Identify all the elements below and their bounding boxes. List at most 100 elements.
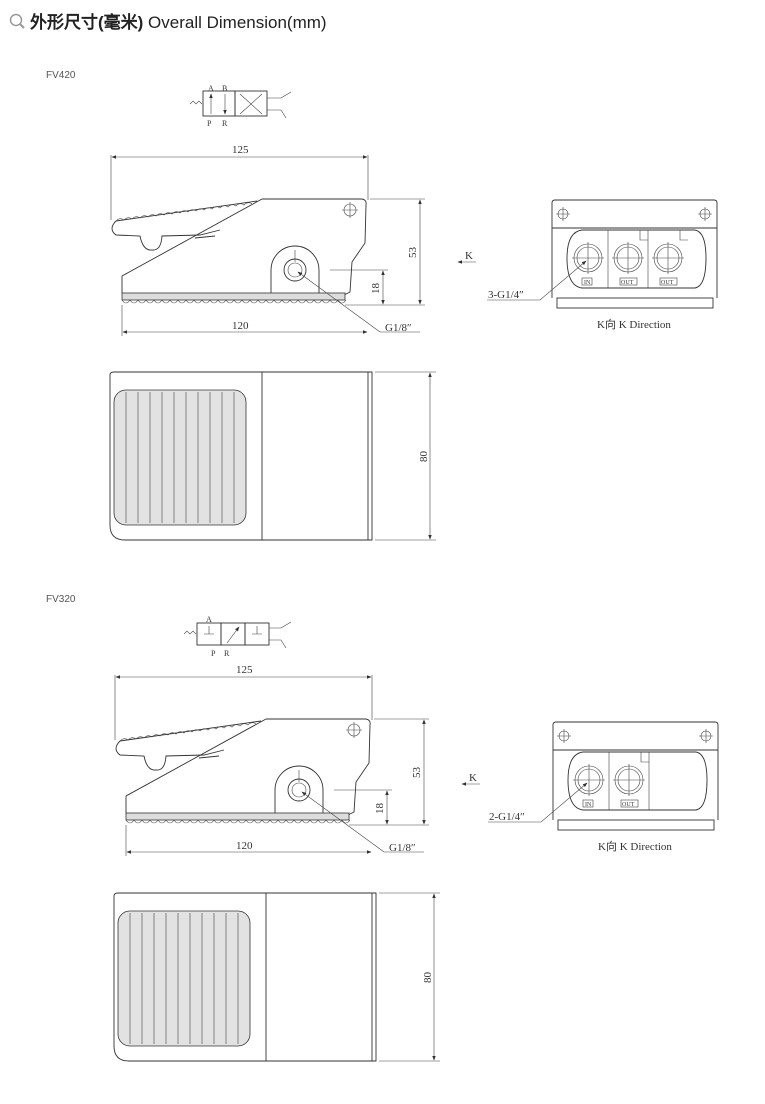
dim-length-total: 125 [232,144,249,156]
drawing-line [291,782,307,798]
drawing-line [183,630,197,635]
drawing-line [349,718,429,826]
label: R [222,119,228,128]
side-view: 125 53 18 120 G1/8″ [114,664,429,856]
drawing-line [375,371,436,541]
label: IN [585,802,592,808]
label: K向 K Direction [598,839,672,853]
drawing-line [607,230,688,288]
drawing-line [113,389,247,526]
drawing-line [117,910,251,1047]
drawing-line [121,198,367,296]
drawing-line [346,722,362,738]
drawing-line [283,258,307,282]
section-title: 外形尺寸(毫米) Overall Dimension(mm) [30,8,327,33]
drawing-line [556,297,714,309]
drawing-line [115,202,253,222]
drawing-line [239,93,263,115]
drawing-line [699,729,713,743]
k-view: IN OUT 2-G1/4″ K向 K Direction [488,721,719,853]
label: 外形尺寸(毫米) [30,13,144,32]
drawing-line [573,764,645,808]
label: 80 [422,972,434,984]
drawing-line [298,770,392,791]
label: Overall Dimension(mm) [143,13,327,32]
model-label-fv420: FV420 [46,70,76,81]
drawing-line [125,812,350,821]
drawing-line [270,245,320,293]
drawing-line [582,799,594,808]
drawing-line [125,819,351,824]
valve-symbol: A P R [183,615,292,658]
drawing-line [202,90,236,117]
dim-length-base: 120 [232,320,249,332]
drawing-line [244,622,270,646]
drawing-line [274,765,324,813]
k-view-caption: K向 K Direction [597,317,671,331]
dim-height: 53 [407,247,419,259]
label: 53 [411,767,423,779]
drawing-line [572,242,604,274]
k-view: IN OUT OUT 3-G1/4″ K向 K Direction [487,199,718,331]
label: K [465,250,473,262]
drawing-line [557,729,571,743]
drawing-line [266,892,377,1062]
label: IN [584,280,591,286]
drawing-line [119,722,257,742]
drawing-line [204,626,239,644]
dim-port-height: 18 [370,283,382,295]
drawing-line [297,271,381,333]
drawing-line [345,198,425,306]
label: 18 [374,803,386,815]
drawing-line [129,913,239,1044]
fv420-drawing: A B P R 125 53 18 120 [109,84,718,541]
model-label-fv320: FV320 [46,594,76,605]
label: B [222,84,227,93]
label: K [469,772,477,784]
drawing-line [111,200,258,251]
label: P [207,119,212,128]
label: G1/8″ [389,842,416,854]
label: 2-G1/4″ [489,811,525,823]
drawing-line [566,229,707,289]
label: R [224,649,230,658]
drawing-line [552,721,719,820]
drawing-line [581,277,593,286]
drawing-line [342,202,358,218]
drawing-line [573,764,605,796]
drawing-line [557,819,715,831]
drawing-line [252,626,262,635]
drawing-line [557,729,713,743]
drawing-line [121,299,347,304]
label: A [206,615,212,624]
ports-label: 3-G1/4″ [488,289,524,301]
drawing-line [287,778,311,802]
label: P [211,649,216,658]
label: OUT [621,280,634,286]
drawing-line [379,892,440,1062]
drawing-line [189,100,203,105]
drawing-line [488,782,588,823]
drawing-line [659,277,678,286]
drawing-line [620,799,639,808]
side-view: 125 53 18 120 G1/8″ [110,144,425,336]
drawing-line [619,277,638,286]
drawing-line [652,242,684,274]
drawing-line [9,13,23,26]
valve-symbol: A B P R [189,84,292,128]
fv320-drawing: A P R 125 53 18 120 G1 [113,615,719,1062]
drawing-line [698,207,712,221]
drawing-line [608,752,650,810]
label: OUT [661,280,674,286]
drawing-line [19,22,25,29]
drawing-line [114,675,373,740]
drawing-line [234,90,268,117]
drawing-line [125,718,371,816]
top-view: 80 [113,892,440,1062]
drawing-line [556,207,712,221]
drawing-line [487,260,587,301]
drawing-line [567,751,708,811]
drawing-line [301,791,385,853]
drawing-line [220,622,246,646]
